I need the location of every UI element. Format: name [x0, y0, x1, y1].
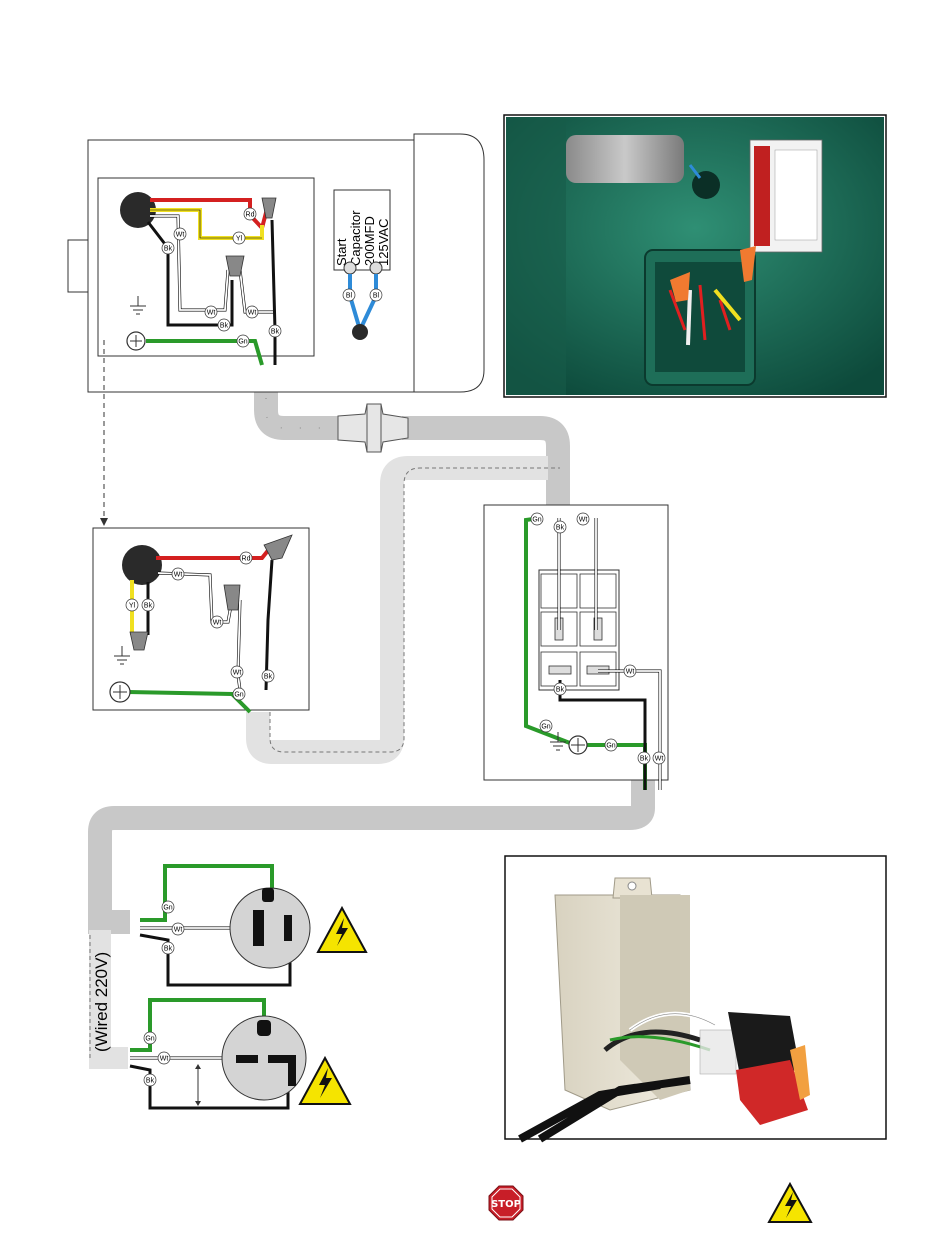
svg-text:Bk: Bk: [164, 946, 173, 953]
wire-label: Rd: [240, 552, 252, 564]
svg-text:Bk: Bk: [264, 674, 273, 681]
svg-text:Bk: Bk: [271, 329, 280, 336]
svg-text:Gn: Gn: [541, 724, 550, 731]
wire-label: Gn: [162, 901, 174, 913]
svg-text:Bl: Bl: [346, 293, 353, 300]
warning-lightning-icon: [318, 908, 366, 952]
wire-label: Bk: [269, 325, 281, 337]
warning-lightning-icon: [300, 1058, 350, 1104]
svg-text:Yl: Yl: [129, 603, 136, 610]
svg-text:Gn: Gn: [234, 692, 243, 699]
svg-text:Wt: Wt: [248, 310, 257, 317]
wire-label: Gn: [144, 1032, 156, 1044]
wire-label: Gn: [540, 720, 552, 732]
svg-text:Wt: Wt: [160, 1056, 169, 1063]
svg-text:Start: Start: [334, 238, 349, 266]
wire-label: Bl: [343, 289, 355, 301]
svg-text:Bk: Bk: [220, 323, 229, 330]
wire-label: Bl: [370, 289, 382, 301]
wire-label: Rd: [244, 208, 256, 220]
wire-label: Wt: [172, 923, 184, 935]
stop-sign-icon: STOP: [489, 1186, 523, 1220]
wire-label: Bk: [144, 1074, 156, 1086]
wire-label: Bk: [142, 599, 154, 611]
svg-text:Bl: Bl: [373, 293, 380, 300]
svg-text:Bk: Bk: [556, 687, 565, 694]
wire-label: Wt: [624, 665, 636, 677]
wire-label: Gn: [233, 688, 245, 700]
svg-text:Wt: Wt: [655, 756, 664, 763]
wire-label: Bk: [262, 670, 274, 682]
switch-box: Gn Bk Wt Wt Bk Gn Gn Bk Wt: [484, 505, 668, 790]
wire-label: Wt: [246, 306, 258, 318]
svg-text:Gn: Gn: [163, 905, 172, 912]
connector-fitting: [338, 404, 408, 452]
svg-text:Gn: Gn: [145, 1036, 154, 1043]
svg-text:Gn: Gn: [238, 339, 247, 346]
wire-label: Wt: [158, 1052, 170, 1064]
wire-label: Yl: [126, 599, 138, 611]
svg-text:Gn: Gn: [606, 743, 615, 750]
wire-label: Bk: [638, 752, 650, 764]
svg-text:Wt: Wt: [579, 517, 588, 524]
svg-text:200MFD: 200MFD: [362, 216, 377, 266]
svg-text:Rd: Rd: [242, 556, 251, 563]
svg-text:Bk: Bk: [556, 525, 565, 532]
wire-label: Bk: [162, 242, 174, 254]
svg-text:STOP: STOP: [491, 1199, 521, 1210]
wire-label: Bk: [554, 683, 566, 695]
svg-text:Rd: Rd: [246, 212, 255, 219]
svg-text:Wt: Wt: [174, 572, 183, 579]
svg-text:Bk: Bk: [146, 1078, 155, 1085]
svg-text:Wt: Wt: [174, 927, 183, 934]
svg-text:Wt: Wt: [233, 670, 242, 677]
svg-text:Gn: Gn: [532, 517, 541, 524]
svg-text:Yl: Yl: [236, 236, 243, 243]
svg-text:Wt: Wt: [213, 620, 222, 627]
wire-label: Bk: [554, 521, 566, 533]
wire-label: Wt: [174, 228, 186, 240]
wire-label: Gn: [605, 739, 617, 751]
wire-label: Wt: [577, 513, 589, 525]
wire-label: Wt: [205, 306, 217, 318]
wire-label: Gn: [531, 513, 543, 525]
rewired-junction-box: Rd Wt Yl Bk Wt Wt Bk Gn: [93, 528, 309, 712]
warning-lightning-icon: [769, 1184, 811, 1222]
motor-photo: [504, 115, 886, 397]
wire-label: Yl: [233, 232, 245, 244]
svg-text:Bk: Bk: [640, 756, 649, 763]
wire-label: Wt: [211, 616, 223, 628]
svg-text:Bk: Bk: [164, 246, 173, 253]
plug-nema-6-20: Gn Wt Bk: [130, 1000, 306, 1108]
plug-label: (Wired 220V): [92, 952, 111, 1052]
plug-nema-6-15: Gn Wt Bk: [140, 866, 310, 985]
wire-label: Bk: [162, 942, 174, 954]
wire-label: Wt: [172, 568, 184, 580]
svg-text:Capacitor: Capacitor: [348, 210, 363, 266]
wire-label: Wt: [653, 752, 665, 764]
svg-text:Wt: Wt: [626, 669, 635, 676]
svg-text:Wt: Wt: [207, 310, 216, 317]
svg-text:Bk: Bk: [144, 603, 153, 610]
wire-label: Gn: [237, 335, 249, 347]
switch-box-photo: [505, 856, 886, 1139]
svg-text:Wt: Wt: [176, 232, 185, 239]
motor-junction-box: Rd Wt Yl Bk Wt Wt Bk Bk Gn: [98, 178, 314, 365]
wire-label: Wt: [231, 666, 243, 678]
wire-label: Bk: [218, 319, 230, 331]
svg-text:125VAC: 125VAC: [376, 219, 391, 266]
